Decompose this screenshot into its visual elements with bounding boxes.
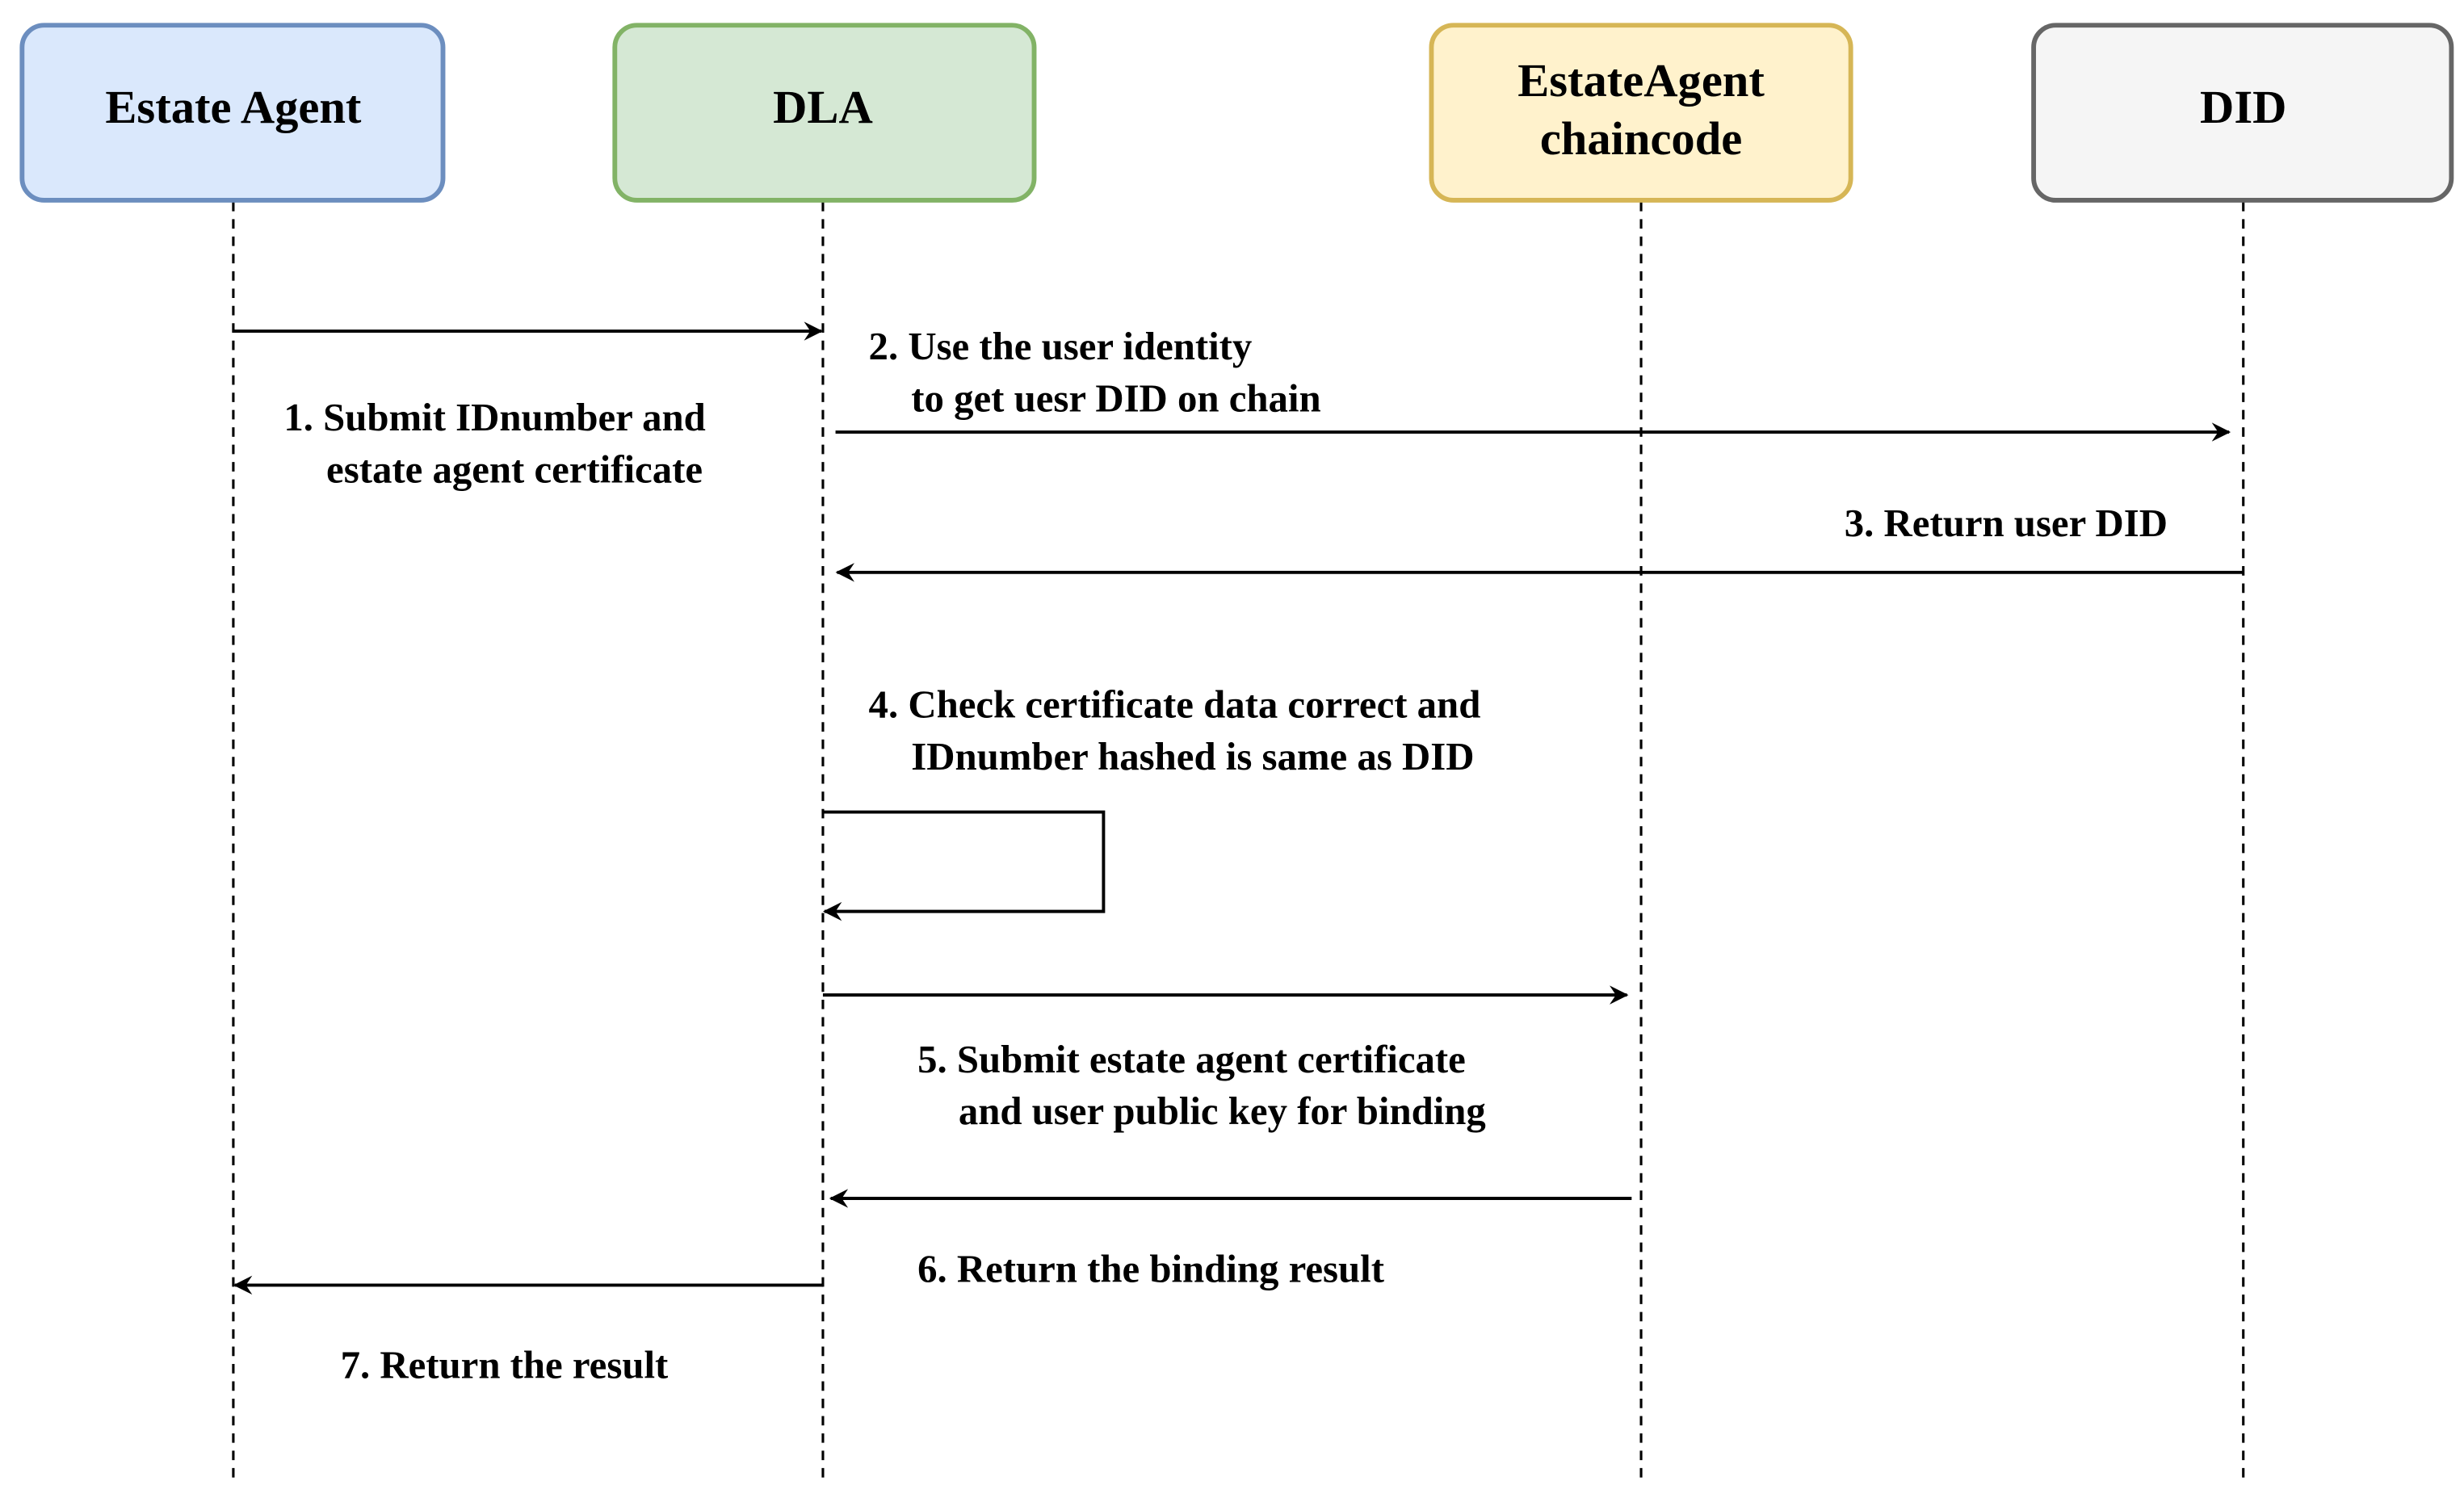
participant-box <box>612 23 1037 203</box>
message-label: 7. Return the result <box>341 1344 669 1387</box>
participant-estateagent-chaincode: EstateAgent chaincode <box>1429 23 1853 203</box>
message-label-line-1: 4. Check certificate data correct and <box>869 682 1481 726</box>
message-2: 2. Use the user identity to get uesr DID… <box>835 325 2231 442</box>
message-4: 4. Check certificate data correct and ID… <box>822 682 1481 921</box>
message-6: 6. Return the binding result <box>829 1189 1632 1290</box>
self-call-arrow <box>822 810 1106 921</box>
message-3: 3. Return user DID <box>835 501 2244 582</box>
message-label-line-2: IDnumber hashed is same as DID <box>911 735 1474 778</box>
participant-label: DLA <box>773 81 873 133</box>
message-label-line-2: to get uesr DID on chain <box>911 377 1320 421</box>
participant-box <box>19 23 446 203</box>
participant-label-line-2: chaincode <box>1540 112 1742 165</box>
message-label-line-1: 5. Submit estate agent certificate <box>917 1038 1466 1081</box>
message-5: 5. Submit estate agent certificate and u… <box>822 985 1629 1133</box>
message-label-line-1: 2. Use the user identity <box>869 325 1253 368</box>
message-label: 3. Return user DID <box>1845 501 2168 545</box>
participant-did: DID <box>2031 23 2454 203</box>
participant-dla: DLA <box>612 23 1037 203</box>
message-label-line-2: estate agent certificate <box>326 447 703 491</box>
lifelines <box>232 201 2245 1486</box>
message-label-line-2: and user public key for binding <box>959 1089 1486 1133</box>
message-1: 1. Submit IDnumber and estate agent cert… <box>233 321 823 492</box>
participant-label: Estate Agent <box>105 81 362 133</box>
message-label: 6. Return the binding result <box>917 1247 1385 1290</box>
participant-estate-agent: Estate Agent <box>19 23 446 203</box>
participant-label: DID <box>2200 81 2286 133</box>
participant-box <box>1429 23 1853 203</box>
participant-label-line-1: EstateAgent <box>1517 54 1765 107</box>
participant-box <box>2031 23 2454 203</box>
message-label-line-1: 1. Submit IDnumber and <box>283 396 705 439</box>
message-7: 7. Return the result <box>233 1275 823 1387</box>
